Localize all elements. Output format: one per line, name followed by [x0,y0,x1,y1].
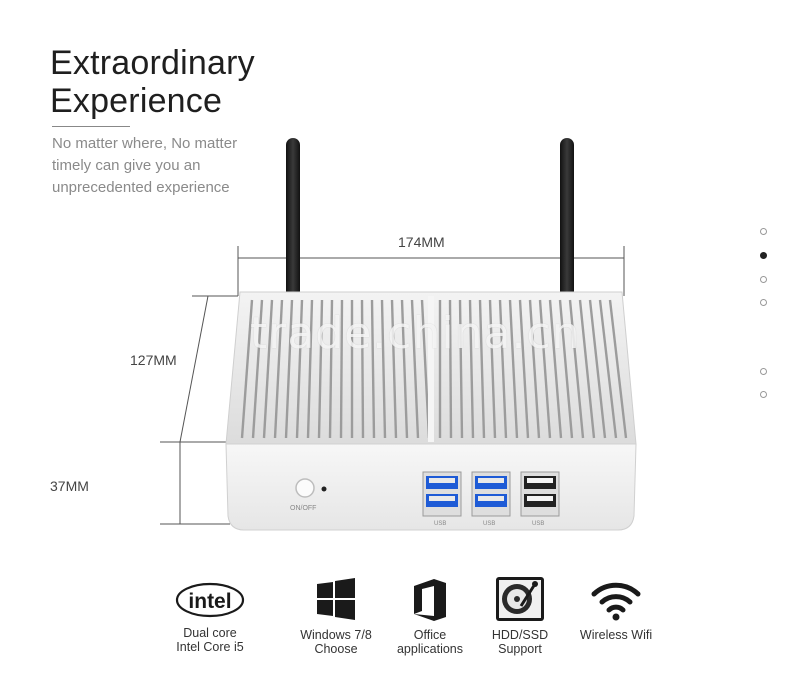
width-label: 174MM [398,234,445,250]
usb3-port-2 [471,471,511,517]
usb-label-3: USB [532,521,544,527]
mini-pc-illustration: ON/OFF USB USB USB [160,138,637,531]
feature-office: Office applications [380,578,480,656]
usb-label-1: USB [434,521,446,527]
subtitle-line-1: No matter where, No matter [52,135,238,152]
pagination-dot[interactable] [760,228,767,235]
height-label: 37MM [50,478,89,494]
windows-logo-icon [315,578,357,622]
subtitle-line-3: unprecedented experience [52,179,230,196]
power-led [321,486,327,492]
height-dimension-lines [160,442,230,525]
usb3-port-1 [422,471,462,517]
depth-label: 127MM [130,352,177,368]
width-dimension-lines [237,246,625,296]
office-logo-icon [410,578,450,622]
wifi-icon [590,580,642,622]
headline: Extraordinary Experience [50,44,255,120]
feature-windows: Windows 7/8 Choose [286,578,386,656]
hard-drive-icon [495,576,545,622]
feature-office-line-2: applications [396,642,463,656]
feature-wifi: Wireless Wifi [566,580,666,642]
right-antenna [560,138,574,298]
intel-logo-text: intel [188,590,231,613]
feature-wifi-line-1: Wireless Wifi [579,628,653,642]
feature-storage: HDD/SSD Support [470,576,570,656]
heatsink-fins [240,299,628,439]
usb-label-2: USB [483,521,495,527]
feature-intel: intel Dual core Intel Core i5 [160,580,260,654]
usb2-port [520,471,560,517]
pagination-dot[interactable] [760,368,767,375]
subtitle-line-2: timely can give you an [52,157,201,174]
headline-line-2: Experience [50,82,223,120]
subtitle: No matter where, No matter timely can gi… [52,133,282,199]
pagination-dot[interactable] [760,391,767,398]
feature-storage-line-2: Support [498,642,542,656]
pagination-dot-active[interactable] [760,252,767,259]
feature-storage-line-1: HDD/SSD [491,628,549,642]
intel-logo-icon: intel [174,580,246,620]
watermark: trade.china.cn [250,308,581,359]
headline-line-1: Extraordinary [50,44,255,82]
power-label: ON/OFF [290,505,316,512]
left-antenna [286,138,300,298]
feature-intel-line-2: Intel Core i5 [176,640,244,654]
feature-windows-line-2: Choose [314,642,358,656]
subtitle-divider [52,126,130,127]
feature-windows-line-1: Windows 7/8 [300,628,372,642]
pagination-dot[interactable] [760,299,767,306]
feature-office-line-1: Office [413,628,447,642]
pagination-dot[interactable] [760,276,767,283]
power-button [295,478,315,498]
feature-intel-line-1: Dual core [183,626,237,640]
depth-dimension-lines [160,295,238,443]
